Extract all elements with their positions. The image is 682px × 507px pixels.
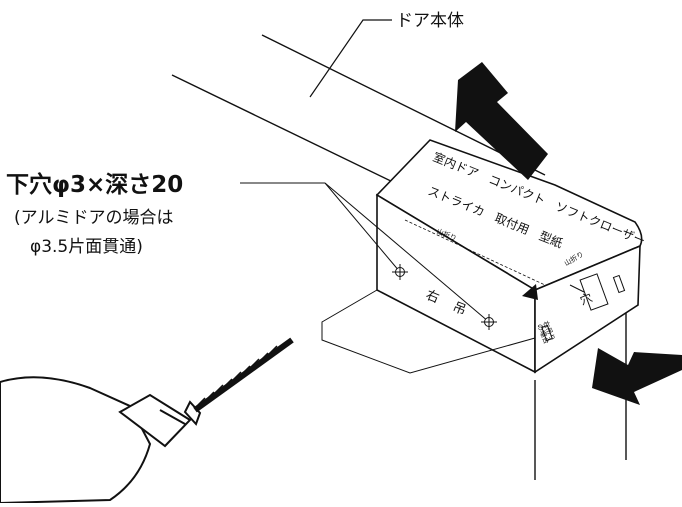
door-edge-outline — [321, 289, 536, 374]
drill-illustration — [0, 337, 294, 505]
door-body-label: ドア本体 — [396, 11, 464, 31]
right-mark-label: 右 — [424, 288, 442, 307]
side-face-details — [541, 273, 626, 342]
template-box — [375, 139, 643, 374]
hole-mark-1 — [392, 264, 408, 280]
right-mark-sub-label: 吊 — [451, 300, 469, 319]
hole-mark-2 — [481, 314, 497, 330]
alignment-triangle-icon — [522, 284, 538, 300]
drill-bit — [193, 337, 294, 413]
pilot-hole-label: 下穴φ3×深さ20 — [6, 171, 183, 198]
aluminum-note-line1: (アルミドアの場合は — [14, 208, 173, 228]
hole-label: 穴 — [578, 289, 595, 307]
press-arrow-side — [592, 348, 682, 405]
pilot-hole-leaders — [240, 182, 490, 323]
aluminum-note-line2: φ3.5片面貫通) — [30, 237, 143, 257]
press-arrow-top — [455, 62, 548, 180]
door-body-callout — [309, 19, 392, 98]
